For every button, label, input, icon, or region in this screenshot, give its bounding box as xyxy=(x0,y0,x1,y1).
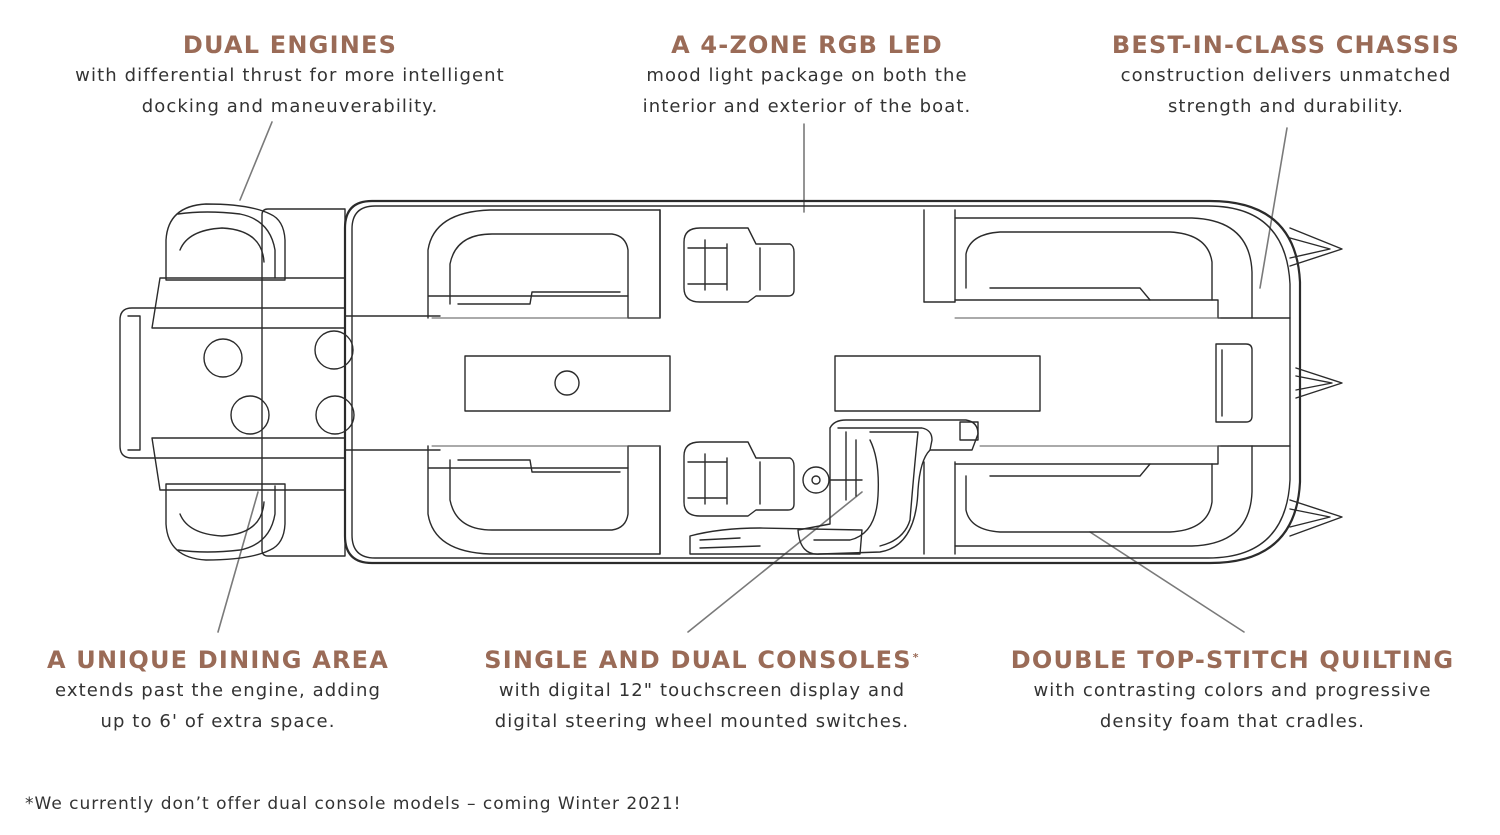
chair-detail xyxy=(687,453,761,505)
deck-seams xyxy=(431,317,1221,447)
callout-text-line: density foam that cradles. xyxy=(1099,711,1366,732)
lounge-cushion-seam xyxy=(989,463,1151,477)
center-table-fwd xyxy=(834,355,1041,412)
callout-text-line: up to 6' of extra space. xyxy=(100,711,336,732)
callout-dual-engines: DUAL ENGINES with differential thrust fo… xyxy=(40,30,540,122)
callout-text-line: extends past the engine, adding xyxy=(54,680,381,701)
center-table-aft xyxy=(464,355,671,412)
callout-chassis: BEST-IN-CLASS CHASSIS construction deliv… xyxy=(1066,30,1500,122)
leader-lines xyxy=(217,121,1288,633)
engine-bottom xyxy=(165,483,286,561)
lounge-cushion-seam xyxy=(457,459,621,473)
chair-detail xyxy=(687,239,761,291)
deck-outline xyxy=(343,199,1302,565)
callout-quilting: DOUBLE TOP-STITCH QUILTING with contrast… xyxy=(980,645,1485,737)
center-tables xyxy=(464,355,1041,412)
lounge-cushion xyxy=(449,233,629,305)
deck-inner-outline xyxy=(351,205,1291,559)
bow-seat xyxy=(1215,343,1253,423)
callout-title: SINGLE AND DUAL CONSOLES* xyxy=(452,645,952,675)
helm-console xyxy=(689,419,979,555)
console-detail xyxy=(813,427,933,541)
engines xyxy=(165,203,286,561)
dining-area xyxy=(119,277,355,491)
pontoon-tip-inner xyxy=(1289,508,1331,528)
dining-stool xyxy=(314,330,354,370)
lounge-cushion xyxy=(449,459,629,531)
callout-text-line: digital steering wheel mounted switches. xyxy=(494,711,910,732)
leader-line-dual-engines xyxy=(239,121,273,201)
callout-text-line: strength and durability. xyxy=(1167,96,1405,117)
callout-text-line: docking and maneuverability. xyxy=(141,96,439,117)
console-body xyxy=(797,419,979,555)
lounge-cushion-seam xyxy=(989,287,1151,301)
lounge-cushion xyxy=(965,231,1213,301)
aft-lounge-bottom xyxy=(427,445,661,555)
steering-wheel-icon xyxy=(802,466,830,494)
callout-text-line: construction delivers unmatched xyxy=(1120,65,1452,86)
console-panel xyxy=(959,421,979,441)
pontoon-tip-inner xyxy=(1289,237,1331,259)
engine-top xyxy=(165,203,286,281)
callout-dining-area: A UNIQUE DINING AREA extends past the en… xyxy=(18,645,418,737)
callout-text-line: interior and exterior of the boat. xyxy=(642,96,972,117)
rear-platform xyxy=(261,208,441,557)
leader-line-chassis xyxy=(1259,127,1288,289)
engine-bottom-cowl xyxy=(177,485,276,553)
dining-stool xyxy=(315,395,355,435)
bow-lounge-top xyxy=(954,217,1253,319)
dining-bench-bottom xyxy=(151,437,346,491)
pontoon-tip-inner xyxy=(1295,375,1333,391)
bow-lounge-bottom xyxy=(954,445,1253,547)
captain-chair-bottom xyxy=(683,441,795,517)
dining-stool xyxy=(230,395,270,435)
pontoon-tip-bottom xyxy=(1289,499,1343,537)
swim-platform xyxy=(261,208,346,557)
pontoon-tip-middle xyxy=(1295,367,1343,399)
callout-title: A 4-ZONE RGB LED xyxy=(671,31,943,59)
pontoon-tips xyxy=(1289,227,1343,537)
callout-text-line: with digital 12" touchscreen display and xyxy=(498,680,906,701)
pontoon-tip-top xyxy=(1289,227,1343,267)
callout-title: BEST-IN-CLASS CHASSIS xyxy=(1111,31,1461,59)
dining-stool xyxy=(203,338,243,378)
callout-title: DOUBLE TOP-STITCH QUILTING xyxy=(1010,646,1455,674)
cupholder xyxy=(554,370,580,396)
bow-lounges xyxy=(923,209,1291,555)
callout-text-line: with contrasting colors and progressive xyxy=(1033,680,1432,701)
footnote: *We currently don’t offer dual console m… xyxy=(25,794,682,814)
leader-line-dining xyxy=(217,491,259,633)
callout-consoles: SINGLE AND DUAL CONSOLES* with digital 1… xyxy=(452,645,952,737)
callout-title: A UNIQUE DINING AREA xyxy=(46,646,390,674)
dining-bench-top xyxy=(151,277,346,329)
callout-text-line: mood light package on both the xyxy=(646,65,968,86)
leader-line-quilting xyxy=(1089,531,1245,633)
callout-rgb-led: A 4-ZONE RGB LED mood light package on b… xyxy=(557,30,1057,122)
engine-top-cowl xyxy=(177,211,276,279)
callout-text-line: with differential thrust for more intell… xyxy=(75,65,505,86)
lounge-cushion-seam xyxy=(457,291,621,305)
captain-chairs xyxy=(659,209,795,555)
helm-floor-detail xyxy=(699,537,761,549)
dining-table xyxy=(119,307,346,459)
aft-lounge-top xyxy=(427,209,661,319)
footnote-marker: * xyxy=(912,651,920,664)
lounge-cushion xyxy=(965,463,1213,533)
callout-title: DUAL ENGINES xyxy=(182,31,398,59)
dining-table-edge xyxy=(127,315,141,451)
aft-lounges xyxy=(427,209,661,555)
callout-title-text: SINGLE AND DUAL CONSOLES xyxy=(484,646,912,674)
steering-wheel-hub xyxy=(811,475,821,485)
console-screen xyxy=(869,431,919,547)
helm-seat-floor xyxy=(689,527,863,555)
captain-chair-top xyxy=(683,227,795,303)
